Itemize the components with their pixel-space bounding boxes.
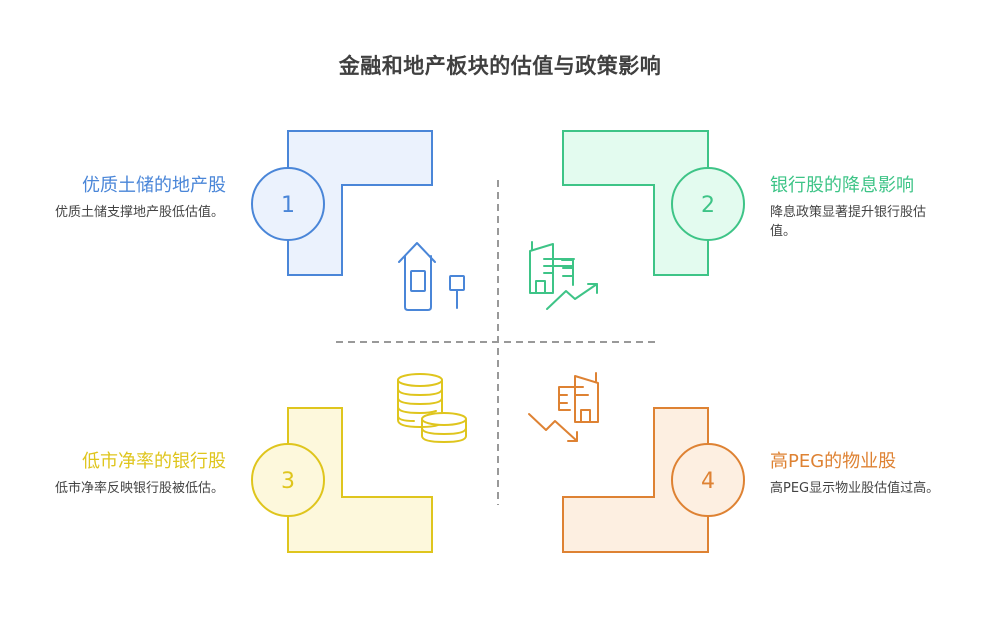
quadrant-2-description: 降息政策显著提升银行股估值。 xyxy=(770,205,927,239)
building-trend-down-icon xyxy=(528,372,599,442)
quadrant-4-description: 高PEG显示物业股估值过高。 xyxy=(770,481,940,496)
number-badge-4 xyxy=(671,443,745,517)
quadrant-3-description: 低市净率反映银行股被低估。 xyxy=(54,481,224,496)
quadrant-4-shape: 4 xyxy=(562,407,745,553)
number-2: 2 xyxy=(701,193,715,218)
quadrant-3-shape: 3 xyxy=(251,407,433,553)
number-4: 4 xyxy=(701,469,715,494)
quadrant-2-shape: 2 xyxy=(562,130,745,276)
quadrant-1-shape: 1 xyxy=(251,130,433,276)
quadrant-1-title: 优质土储的地产股 xyxy=(82,175,226,196)
coin-stacks-icon xyxy=(397,373,467,443)
number-3: 3 xyxy=(281,469,295,494)
number-badge-2 xyxy=(671,167,745,241)
page-title: 金融和地产板块的估值与政策影响 xyxy=(338,54,662,78)
number-badge-1 xyxy=(251,167,325,241)
quadrant-2-title: 银行股的降息影响 xyxy=(770,175,914,196)
quadrant-3-title: 低市净率的银行股 xyxy=(82,451,226,472)
quadrant-4-title: 高PEG的物业股 xyxy=(770,451,897,472)
number-1: 1 xyxy=(281,193,295,218)
quadrant-1-description: 优质土储支撑地产股低估值。 xyxy=(54,205,224,220)
building-trend-up-icon xyxy=(529,241,598,310)
number-badge-3 xyxy=(251,443,325,517)
house-with-sign-icon xyxy=(398,242,465,311)
